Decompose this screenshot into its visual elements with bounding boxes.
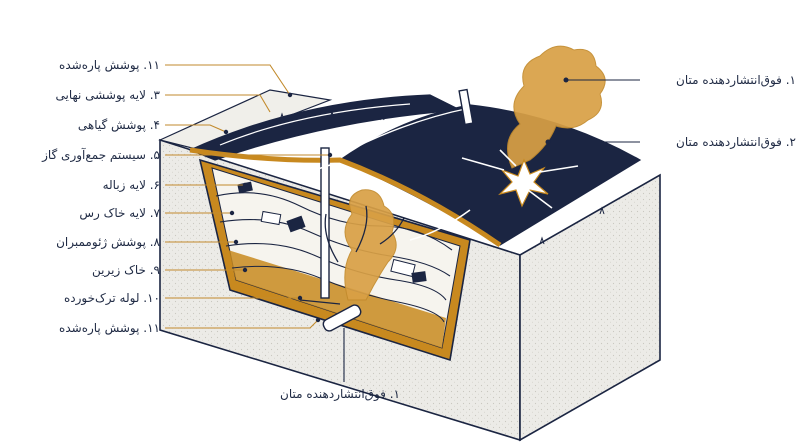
label-waste-layer: ۶. لایه زباله xyxy=(102,178,160,192)
vegetation xyxy=(279,110,605,245)
cracked-pipe xyxy=(322,304,362,332)
waste-item xyxy=(286,215,306,233)
gas-pipe-top xyxy=(458,88,474,126)
cover-crack xyxy=(498,158,549,208)
label-super-emitter-1: ۱. فوق‌انتشاردهنده متان xyxy=(676,73,796,87)
waste-item xyxy=(390,258,416,278)
label-subsoil: ۹. خاک زیرین xyxy=(92,263,160,277)
waste-item xyxy=(260,210,282,226)
label-vegetation: ۴. پوشش گیاهی xyxy=(77,118,160,132)
label-gas-collection: ۵. سیستم جمع‌آوری گاز xyxy=(42,148,160,162)
leader-dots xyxy=(223,77,569,323)
ground-block-top-left xyxy=(158,89,333,151)
leader-lines-right xyxy=(343,79,640,382)
label-super-emitter-bottom: ۱. فوق‌انتشاردهنده متان xyxy=(280,387,400,401)
label-clay-layer: ۷. لایه خاک رس xyxy=(79,206,160,220)
methane-plume-surface xyxy=(507,45,606,169)
cover-highlight xyxy=(219,103,411,146)
gas-flow-arrows xyxy=(299,205,405,305)
waste-item xyxy=(411,271,427,283)
clay-layer xyxy=(228,250,446,348)
pit-arrows xyxy=(295,163,471,241)
label-geomembrane: ۸. پوشش ژئوممبران xyxy=(56,235,160,249)
label-final-cover: ۳. لایه پوششی نهایی xyxy=(55,88,161,102)
strata-line xyxy=(215,192,453,251)
methane-plume-inner xyxy=(344,189,397,301)
ground-block-side xyxy=(519,173,661,442)
label-super-emitter-2: ۲. فوق‌انتشاردهنده متان xyxy=(676,135,796,149)
cover-edge-gold xyxy=(189,147,502,248)
label-cracked-pipe: ۱۰. لوله ترک‌خورده xyxy=(63,291,160,305)
label-torn-cover-bottom: ۱۱. پوشش پارەشده xyxy=(59,321,160,335)
cover-highlight xyxy=(349,107,471,151)
label-torn-cover-top: ۱۱. پوشش پارەشده xyxy=(59,58,160,72)
leader-lines-left xyxy=(165,64,330,329)
surface-arrows xyxy=(461,149,579,209)
